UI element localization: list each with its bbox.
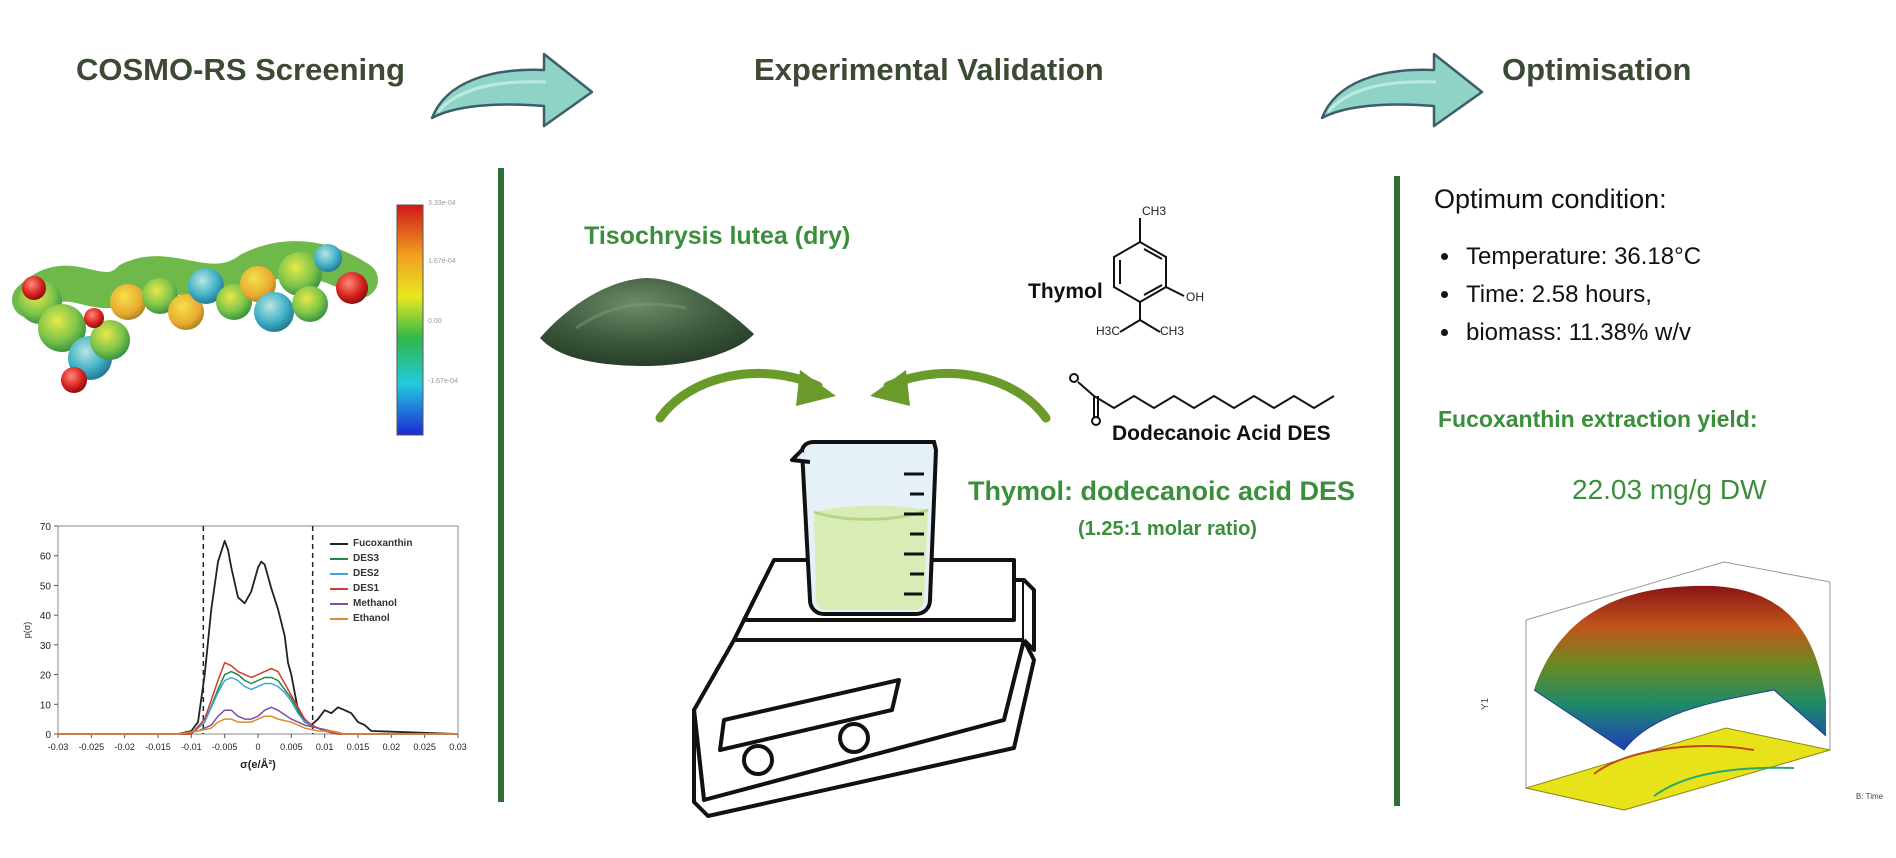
- flow-arrow-1-icon: [430, 52, 594, 128]
- legend-label: DES1: [353, 583, 380, 594]
- x-tick-label: 0.025: [413, 742, 436, 752]
- legend-item: DES1: [330, 581, 412, 596]
- x-tick-label: 0: [255, 742, 260, 752]
- hotplate-beaker-icon: [692, 440, 1036, 818]
- condition-time: Time: 2.58 hours,: [1462, 276, 1701, 314]
- curved-arrow-left-icon: [655, 368, 836, 423]
- stage-title-optimisation: Optimisation: [1502, 52, 1692, 87]
- optimum-heading: Optimum condition:: [1434, 184, 1667, 214]
- yield-label: Fucoxanthin extraction yield:: [1438, 406, 1758, 432]
- legend-label: DES2: [353, 568, 380, 579]
- stage-title-validation: Experimental Validation: [754, 52, 1104, 87]
- x-tick-label: 0.005: [280, 742, 303, 752]
- yield-value: 22.03 mg/g DW: [1572, 474, 1767, 505]
- legend-label: DES3: [353, 553, 380, 564]
- thymol-structure-icon: [1113, 218, 1185, 333]
- legend-swatch: [330, 587, 348, 590]
- legend-item: Methanol: [330, 596, 412, 611]
- thymol-label: Thymol: [1028, 280, 1103, 303]
- legend-item: Fucoxanthin: [330, 536, 412, 551]
- colorbar-label-1: 3.33e-04: [428, 200, 456, 207]
- colorbar-label-4: -1.67e-04: [428, 378, 458, 385]
- x-tick-label: -0.025: [79, 742, 105, 752]
- sigma-colorbar: [396, 204, 424, 436]
- legend-swatch: [330, 617, 348, 620]
- biomass-label: Tisochrysis lutea (dry): [584, 222, 851, 250]
- acid-label: Dodecanoic Acid DES: [1112, 422, 1331, 445]
- x-tick-label: -0.005: [212, 742, 238, 752]
- atom-ch3-top: CH3: [1142, 204, 1167, 218]
- x-tick-label: -0.02: [114, 742, 135, 752]
- svg-text:Y1: Y1: [1480, 697, 1491, 710]
- y-tick-label: 60: [40, 552, 52, 563]
- condition-temperature: Temperature: 36.18°C: [1462, 238, 1701, 276]
- legend-swatch: [330, 602, 348, 605]
- y-tick-label: 70: [40, 522, 52, 533]
- response-surface-plot: Y1: [1480, 561, 1831, 811]
- colorbar-label-3: 0.00: [428, 318, 442, 325]
- legend-swatch: [330, 542, 348, 545]
- legend-item: DES3: [330, 551, 412, 566]
- x-tick-label: -0.01: [181, 742, 202, 752]
- divider-left: [498, 168, 504, 802]
- condition-list: Temperature: 36.18°C Time: 2.58 hours, b…: [1428, 238, 1701, 352]
- atom-oh: OH: [1186, 290, 1204, 304]
- colorbar-label-2: 1.67e-04: [428, 258, 456, 265]
- legend-label: Ethanol: [353, 613, 390, 624]
- stage-title-screening: COSMO-RS Screening: [76, 52, 405, 87]
- molecule-surface-icon: [12, 241, 378, 393]
- flow-arrow-2-icon: [1320, 52, 1484, 128]
- x-tick-label: 0.01: [316, 742, 334, 752]
- x-tick-label: 0.03: [449, 742, 467, 752]
- condition-biomass: biomass: 11.38% w/v: [1462, 314, 1701, 352]
- series-line-des2: [58, 676, 458, 735]
- legend-label: Fucoxanthin: [353, 538, 413, 549]
- dodecanoic-acid-structure-icon: [1069, 373, 1335, 426]
- legend-label: Methanol: [353, 598, 397, 609]
- series-line-fucoxanthin: [58, 539, 459, 735]
- sigma-profile-chart: 0 10 20 30 40 50 60 70 -0.03 -0.025 -0.02 -0.015 -0.…: [22, 522, 467, 771]
- x-tick-label: 0.02: [383, 742, 401, 752]
- y-tick-label: 20: [40, 671, 52, 682]
- legend-swatch: [330, 572, 348, 575]
- surface-axis-label: B: Time: [1856, 792, 1884, 801]
- divider-right: [1394, 176, 1400, 806]
- atom-h3c: H3C: [1096, 324, 1121, 338]
- x-tick-label: -0.03: [48, 742, 69, 752]
- des-label: Thymol: dodecanoic acid DES: [968, 476, 1356, 506]
- y-tick-label: 30: [40, 641, 52, 652]
- series-line-des1: [58, 661, 458, 735]
- legend-item: Ethanol: [330, 611, 412, 626]
- series-line-ethanol: [58, 715, 458, 735]
- curved-arrow-right-icon: [870, 368, 1051, 423]
- y-axis-label: p(σ): [22, 622, 32, 639]
- legend-swatch: [330, 557, 348, 560]
- ratio-label: (1.25:1 molar ratio): [1078, 518, 1257, 540]
- x-axis-label: σ(e/Å²): [240, 758, 276, 771]
- legend-item: DES2: [330, 566, 412, 581]
- x-tick-label: -0.015: [145, 742, 171, 752]
- x-tick-label: 0.015: [347, 742, 370, 752]
- y-tick-label: 10: [40, 700, 52, 711]
- y-tick-label: 0: [45, 730, 51, 741]
- powder-pile-icon: [540, 278, 754, 366]
- y-tick-label: 50: [40, 581, 52, 592]
- chart-legend: Fucoxanthin DES3 DES2 DES1 Methanol Etha…: [330, 536, 412, 626]
- series-line-des3: [58, 670, 458, 735]
- atom-ch3-bottom: CH3: [1160, 324, 1185, 338]
- series-line-methanol: [58, 706, 458, 735]
- y-tick-label: 40: [40, 611, 52, 622]
